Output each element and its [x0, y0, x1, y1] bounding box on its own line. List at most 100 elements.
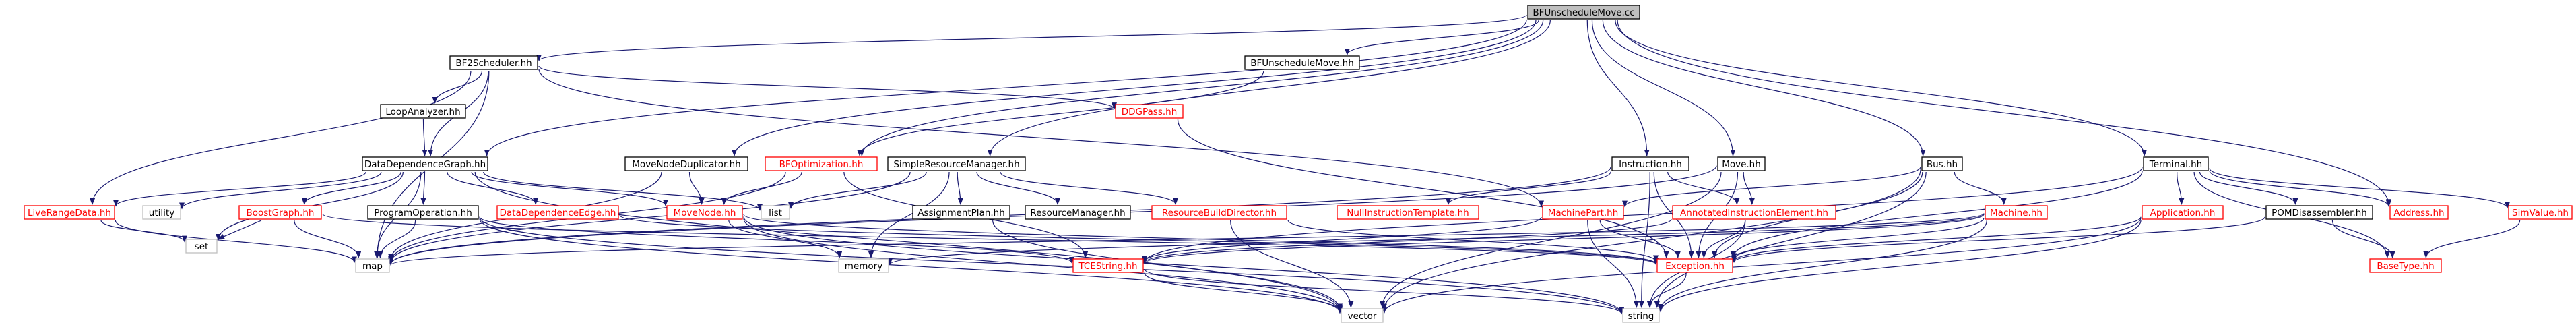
node-label: map: [362, 261, 383, 272]
node-box: [1985, 205, 2048, 220]
node-label: MoveNode.hh: [674, 208, 736, 218]
node-datadependenceedge-hh[interactable]: DataDependenceEdge.hh: [496, 205, 619, 220]
node-label: AnnotatedInstructionElement.hh: [1680, 208, 1828, 218]
edge-resourcebuilddirector-hh-to-vector: [1230, 220, 1354, 308]
node-box: [2389, 205, 2449, 220]
node-box: [2508, 205, 2573, 220]
node-label: SimValue.hh: [2512, 208, 2569, 218]
node-ddgpass-hh[interactable]: DDGPass.hh: [1115, 104, 1184, 119]
node-nullinstructiontemplate-hh[interactable]: NullInstructionTemplate.hh: [1337, 205, 1479, 220]
node-box: [838, 258, 889, 273]
edge-machinepart-hh-to-exception-hh: [1599, 220, 1681, 258]
node-list[interactable]: list: [761, 205, 790, 220]
node-bus-hh[interactable]: Bus.hh: [1921, 156, 1963, 171]
edge-machine-hh-to-map: [388, 213, 1985, 266]
node-box: [185, 239, 218, 254]
node-box: [449, 55, 538, 70]
node-label: ProgramOperation.hh: [374, 208, 472, 218]
edge-machine-hh-to-memory: [887, 213, 1985, 266]
edge-simpleresourcemanager-hh-to-resourcebuilddirector-hh: [1000, 171, 1178, 205]
node-datadependencegraph-hh[interactable]: DataDependenceGraph.hh: [362, 156, 488, 171]
node-liverangedata-hh[interactable]: LiveRangeData.hh: [24, 205, 115, 220]
node-box: [238, 205, 322, 220]
edge-programoperation-hh-to-map: [377, 220, 416, 258]
node-bfunschedulemove-cc[interactable]: BFUnscheduleMove.cc: [1527, 5, 1640, 20]
node-basetype-hh[interactable]: BaseType.hh: [2369, 258, 2442, 273]
node-boostgraph-hh[interactable]: BoostGraph.hh: [238, 205, 322, 220]
node-bf2scheduler-hh[interactable]: BF2Scheduler.hh: [449, 55, 538, 70]
node-box: [1717, 156, 1766, 171]
node-movenodeduplicator-hh[interactable]: MoveNodeDuplicator.hh: [624, 156, 748, 171]
edge-liverangedata-hh-to-map: [115, 220, 357, 264]
node-label: Exception.hh: [1665, 261, 1725, 272]
node-label: BoostGraph.hh: [247, 208, 315, 218]
node-box: [765, 156, 878, 171]
node-box: [912, 205, 1010, 220]
edge-bf2scheduler-hh-to-ddgpass-hh: [538, 65, 1117, 110]
edge-terminal-hh-to-simvalue-hh: [2209, 168, 2510, 209]
node-map[interactable]: map: [355, 258, 390, 273]
node-label: set: [195, 241, 209, 252]
node-exception-hh[interactable]: Exception.hh: [1656, 258, 1733, 273]
node-memory[interactable]: memory: [838, 258, 889, 273]
node-box: [1115, 104, 1184, 119]
edge-simpleresourcemanager-hh-to-map: [388, 171, 911, 264]
edge-datadependencegraph-hh-to-utility: [179, 171, 382, 210]
edge-bfunschedulemove-cc-to-simpleresourcemanager-hh: [987, 20, 1551, 156]
node-terminal-hh[interactable]: Terminal.hh: [2143, 156, 2209, 171]
edge-bfunschedulemove-cc-to-terminal-hh: [1615, 20, 2148, 156]
edge-datadependencegraph-hh-to-boostgraph-hh: [301, 171, 401, 205]
node-annotatedinstructionelement-hh[interactable]: AnnotatedInstructionElement.hh: [1672, 205, 1836, 220]
node-utility[interactable]: utility: [142, 205, 181, 220]
edge-pomdisassembler-hh-to-exception-hh: [1731, 216, 2265, 264]
edge-assignmentplan-hh-to-vector: [992, 220, 1343, 311]
node-box: [1337, 205, 1479, 220]
node-instruction-hh[interactable]: Instruction.hh: [1611, 156, 1689, 171]
node-box: [355, 258, 390, 273]
node-machine-hh[interactable]: Machine.hh: [1985, 205, 2048, 220]
edge-bfunschedulemove-cc-to-bus-hh: [1602, 20, 1926, 156]
node-box: [666, 205, 743, 220]
node-loopanalyzer-hh[interactable]: LoopAnalyzer.hh: [380, 104, 466, 119]
node-bfoptimization-hh[interactable]: BFOptimization.hh: [765, 156, 878, 171]
edge-application-hh-to-string: [1658, 220, 2142, 313]
node-box: [362, 156, 488, 171]
node-vector[interactable]: vector: [1341, 308, 1384, 323]
edge-terminal-hh-to-application-hh: [2177, 171, 2185, 205]
edge-bus-hh-to-machine-hh: [1954, 171, 2007, 205]
node-tcestring-hh[interactable]: TCEString.hh: [1072, 258, 1144, 273]
node-movenode-hh[interactable]: MoveNode.hh: [666, 205, 743, 220]
node-application-hh[interactable]: Application.hh: [2142, 205, 2224, 220]
node-simpleresourcemanager-hh[interactable]: SimpleResourceManager.hh: [887, 156, 1026, 171]
node-resourcebuilddirector-hh[interactable]: ResourceBuildDirector.hh: [1151, 205, 1287, 220]
node-set[interactable]: set: [185, 239, 218, 254]
node-box: [1611, 156, 1689, 171]
node-pomdisassembler-hh[interactable]: POMDisassembler.hh: [2265, 205, 2373, 220]
node-box: [1341, 308, 1384, 323]
edge-pomdisassembler-hh-to-basetype-hh: [2331, 220, 2395, 258]
node-address-hh[interactable]: Address.hh: [2389, 205, 2449, 220]
edge-movenode-hh-to-memory: [728, 220, 843, 258]
node-bfunschedulemove-hh[interactable]: BFUnscheduleMove.hh: [1244, 55, 1360, 70]
node-string[interactable]: string: [1622, 308, 1660, 323]
edge-bfunschedulemove-cc-to-address-hh: [1617, 20, 2391, 206]
edge-movenode-hh-to-string: [743, 216, 1624, 314]
node-assignmentplan-hh[interactable]: AssignmentPlan.hh: [912, 205, 1010, 220]
node-move-hh[interactable]: Move.hh: [1717, 156, 1766, 171]
node-simvalue-hh[interactable]: SimValue.hh: [2508, 205, 2573, 220]
node-label: SimpleResourceManager.hh: [893, 159, 1019, 170]
edge-bfunschedulemove-cc-to-instruction-hh: [1586, 20, 1650, 156]
edge-instruction-hh-to-string: [1638, 171, 1650, 308]
edge-bfunschedulemove-hh-to-bfoptimization-hh: [857, 70, 1264, 156]
node-label: Machine.hh: [1990, 208, 2042, 218]
node-box: [1072, 258, 1144, 273]
node-label: Instruction.hh: [1619, 159, 1682, 170]
edge-annotatedinstructionelement-hh-to-exception-hh: [1701, 220, 1746, 258]
node-box: [1151, 205, 1287, 220]
node-label: BaseType.hh: [2377, 261, 2434, 272]
node-programoperation-hh[interactable]: ProgramOperation.hh: [367, 205, 479, 220]
edge-bf2scheduler-hh-to-liverangedata-hh: [90, 70, 472, 205]
edge-boostgraph-hh-to-set: [218, 220, 262, 239]
node-resourcemanager-hh[interactable]: ResourceManager.hh: [1025, 205, 1131, 220]
node-machinepart-hh[interactable]: MachinePart.hh: [1542, 205, 1624, 220]
